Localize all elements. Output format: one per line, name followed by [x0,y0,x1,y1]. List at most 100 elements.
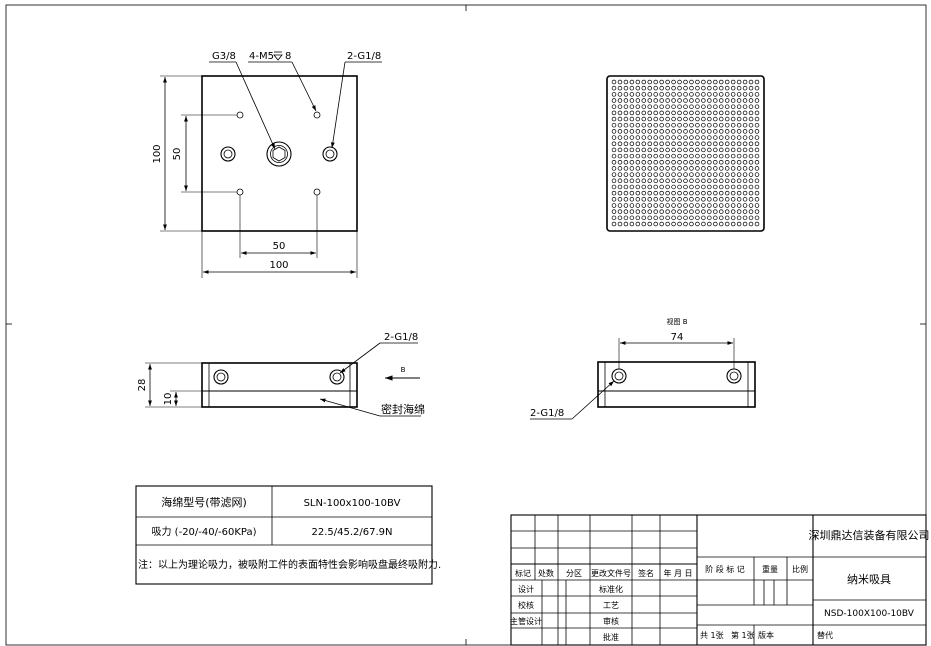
perforation-hole [671,116,676,122]
perforation-hole [754,141,760,146]
perforation-hole [623,203,629,208]
perforation-hole [748,147,754,153]
perforation-hole [730,79,736,85]
perforation-hole [748,160,754,165]
perforation-hole [742,110,748,116]
perforation-hole [647,122,652,128]
perforation-hole [742,221,748,227]
perforation-hole [611,122,617,128]
perforation-hole [611,209,617,214]
perforation-hole [748,184,754,190]
perforation-hole [689,178,694,184]
perforation-hole [635,92,641,97]
perforation-hole [629,92,635,97]
perforation-hole [653,190,658,196]
tb-row-check: 校核 [518,600,534,610]
perforation-hole [754,203,760,208]
perforation-hole [641,129,647,134]
perforation-hole [635,215,641,221]
perforation-hole [689,92,694,97]
perforation-hole [689,215,694,221]
perforation-hole [695,209,700,214]
right-g18-port [322,146,338,162]
perforation-hole [695,184,700,190]
perforation-hole [683,85,688,91]
perforation-hole [730,135,736,140]
perforation-hole [695,92,700,97]
perforation-hole [713,215,718,221]
perforation-hole [683,190,688,196]
perforation-hole [742,116,748,122]
perforation-hole [736,153,742,159]
perforation-hole [677,104,682,109]
perforation-hole [701,98,706,103]
perforation-hole [647,92,652,97]
perforation-hole [683,79,688,85]
perforation-hole [665,209,670,214]
label-sponge: 密封海绵 [381,402,425,416]
perforation-hole [683,153,688,159]
drawing-number: NSD-100X100-10BV [824,609,915,619]
perforation-hole [695,197,700,202]
perforation-hole [623,147,629,153]
perforation-hole [677,160,682,165]
perforation-hole [665,178,670,184]
perforation-hole [724,160,730,165]
perforation-hole [611,110,617,116]
perforation-hole [635,203,641,208]
perforation-hole [653,85,658,91]
perforation-hole [665,147,670,153]
dim-height-front: 28 [137,379,148,392]
perforation-hole [665,141,670,146]
perforation-hole [623,98,629,103]
perforation-hole [629,153,635,159]
perforation-hole [701,141,706,146]
perforation-hole [677,98,682,103]
perforation-hole [665,166,670,171]
perforation-hole [742,122,748,128]
perforation-hole [707,153,712,159]
perforation-hole [617,209,623,214]
perforation-hole [623,197,629,202]
perforation-hole [742,178,748,184]
perforation-hole [623,79,629,85]
perforation-hole [736,129,742,134]
perforation-hole [623,104,629,109]
perforation-hole [713,190,718,196]
perforation-hole [617,110,623,116]
perforation-hole [641,160,647,165]
perforation-hole [695,85,700,91]
spec-row1-value: SLN-100x100-10BV [304,498,401,509]
perforation-hole [647,129,652,134]
perforation-hole [718,203,724,208]
perforation-hole [653,147,658,153]
perforation-hole [617,197,623,202]
perforation-hole [617,79,623,85]
front-left-port [213,369,229,385]
perforation-hole [671,197,676,202]
perforation-hole [748,153,754,159]
tb-weight: 重量 [762,564,778,574]
perforation-hole [730,110,736,116]
perforation-hole [647,190,652,196]
perforation-hole [695,104,700,109]
perforation-hole [653,172,658,177]
perforation-hole [617,104,623,109]
perforation-hole [689,85,694,91]
perforation-hole [742,172,748,177]
perforation-hole [659,98,664,103]
perforation-hole [641,85,647,91]
perforation-hole [635,116,641,122]
perforation-hole [754,85,760,91]
perforation-hole [647,147,652,153]
perforation-hole [724,215,730,221]
perforation-hole [730,166,736,171]
perforation-hole [647,178,652,184]
side-view: 视图 B 74 2-G1/8 [530,317,756,420]
perforation-hole [653,178,658,184]
tb-header-zone: 分区 [566,569,582,578]
side-left-port [611,368,627,384]
perforation-hole [683,166,688,171]
left-g18-port [220,146,236,162]
perforation-hole [677,184,682,190]
